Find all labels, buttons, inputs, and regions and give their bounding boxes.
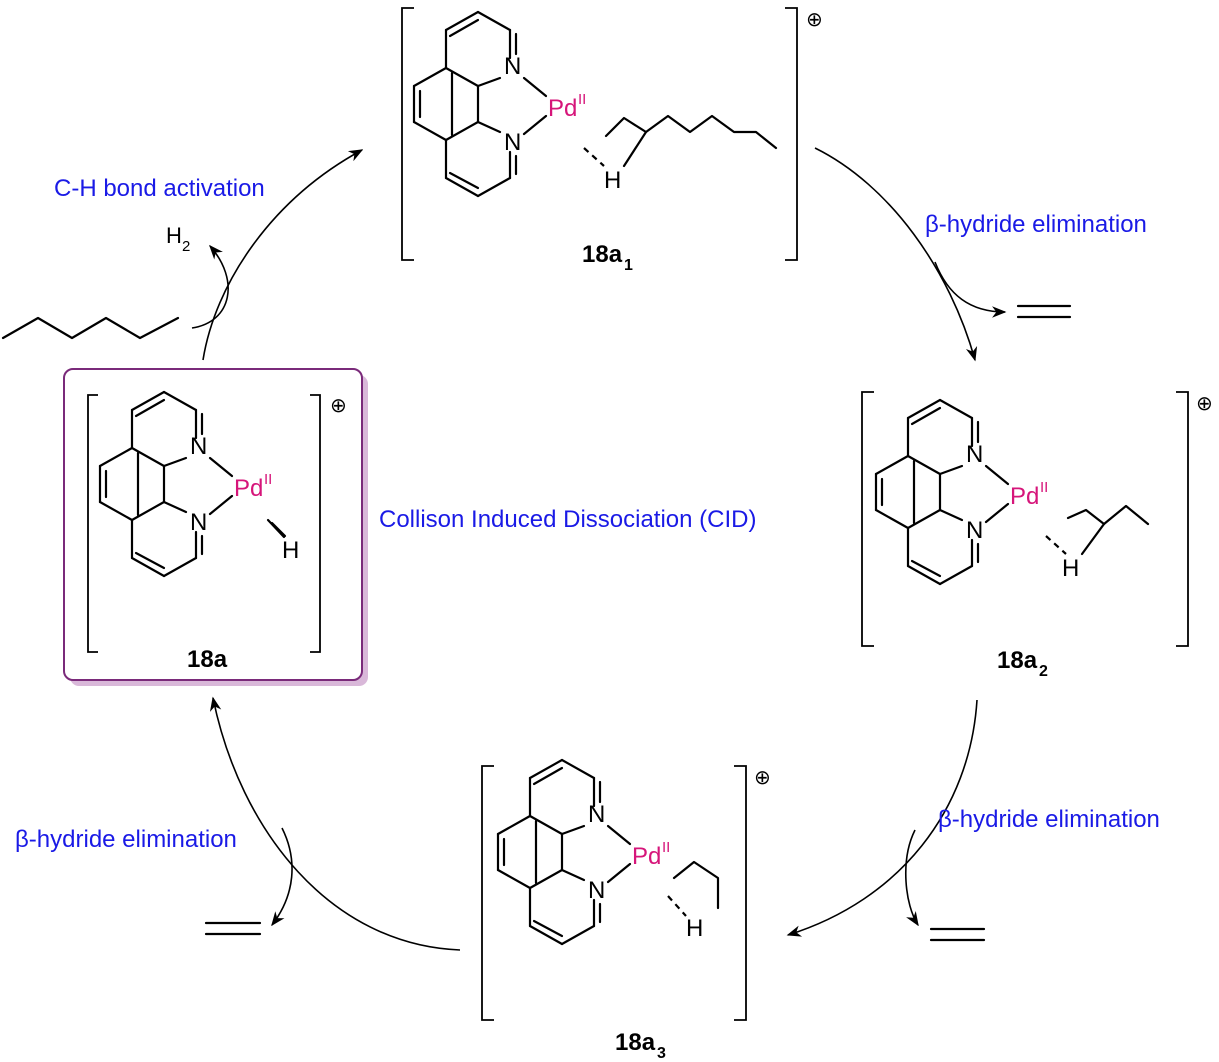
compound-label-18a3: 18a 3 xyxy=(615,1029,666,1062)
svg-text:H: H xyxy=(166,223,182,248)
step-label-beta-elimination-2: β-hydride elimination xyxy=(938,806,1160,833)
step-label-ch-activation: C-H bond activation xyxy=(54,175,265,202)
oxidation-state-label: II xyxy=(1040,479,1048,496)
compound-label-18a2: 18a 2 xyxy=(997,647,1048,680)
charge-symbol: ⊕ xyxy=(754,765,771,789)
alkyl-chain xyxy=(604,114,778,150)
highlight-box-18a xyxy=(63,368,368,686)
ethyl-chain xyxy=(672,860,720,910)
oxidation-state-label: II xyxy=(662,839,670,856)
agostic-interaction xyxy=(583,147,605,167)
nitrogen-atom-label: N xyxy=(588,877,605,904)
step-label-beta-elimination-1: β-hydride elimination xyxy=(925,211,1147,238)
charge-symbol: ⊕ xyxy=(1196,391,1213,415)
bracket-18a2: ⊕ xyxy=(861,391,1213,647)
compound-label-18a1: 18a 1 xyxy=(582,241,633,274)
oxidation-state-label: II xyxy=(264,471,272,488)
svg-text:1: 1 xyxy=(624,257,633,274)
h2-release-arrow xyxy=(191,244,229,329)
palladium-atom-label: Pd xyxy=(548,95,577,122)
palladium-atom-label: Pd xyxy=(632,843,661,870)
nitrogen-atom-label: N xyxy=(190,509,207,536)
ethylene-release-arrow-2 xyxy=(905,829,919,927)
arrow-18a-to-18a1 xyxy=(202,149,364,361)
palladium-atom-label: Pd xyxy=(234,475,263,502)
arrow-18a3-to-18a xyxy=(209,696,461,951)
agostic-interaction xyxy=(667,895,687,917)
bracket-18a3: ⊕ xyxy=(481,765,771,1021)
agostic-h-label: H xyxy=(1062,555,1079,582)
nitrogen-atom-label: N xyxy=(504,129,521,156)
hydrogen-gas: H 2 xyxy=(166,223,190,255)
alkyl-chain xyxy=(1066,504,1150,526)
nitrogen-atom-label: N xyxy=(504,53,521,80)
highlight-box-frame xyxy=(63,368,363,681)
svg-text:2: 2 xyxy=(1039,663,1048,680)
arrow-18a2-to-18a3 xyxy=(786,699,978,937)
ethylene-release-arrow-1 xyxy=(934,261,1007,318)
nitrogen-atom-label: N xyxy=(588,801,605,828)
agostic-h-label: H xyxy=(686,915,703,942)
svg-text:3: 3 xyxy=(657,1045,666,1062)
c-h-bond xyxy=(1080,522,1106,556)
ethylene-molecule-2 xyxy=(929,927,986,942)
compound-label-18a: 18a xyxy=(187,646,228,673)
svg-text:18a: 18a xyxy=(615,1029,656,1056)
charge-symbol: ⊕ xyxy=(806,7,823,31)
svg-text:18a: 18a xyxy=(997,647,1038,674)
ethylene-molecule-3 xyxy=(204,921,262,936)
step-label-beta-elimination-3: β-hydride elimination xyxy=(15,826,237,853)
svg-text:2: 2 xyxy=(182,238,190,255)
arrow-18a1-to-18a2 xyxy=(814,147,978,362)
bracket-18a1: ⊕ xyxy=(401,7,823,261)
c-h-bond xyxy=(622,130,648,168)
nitrogen-atom-label: N xyxy=(966,517,983,544)
hexane-molecule xyxy=(1,316,180,340)
nitrogen-atom-label: N xyxy=(190,433,207,460)
ethylene-release-arrow-3 xyxy=(271,827,293,927)
bracket-18a: ⊕ xyxy=(87,393,347,653)
oxidation-state-label: II xyxy=(578,91,586,108)
palladium-atom-label: Pd xyxy=(1010,483,1039,510)
agostic-h-label: H xyxy=(604,167,621,194)
hydride-h-label: H xyxy=(282,537,299,564)
svg-text:18a: 18a xyxy=(187,646,228,673)
ethylene-molecule-1 xyxy=(1016,304,1072,319)
nitrogen-atom-label: N xyxy=(966,441,983,468)
charge-symbol: ⊕ xyxy=(330,393,347,417)
agostic-interaction xyxy=(1045,535,1067,555)
svg-text:18a: 18a xyxy=(582,241,623,268)
step-label-cid: Collison Induced Dissociation (CID) xyxy=(379,506,756,533)
